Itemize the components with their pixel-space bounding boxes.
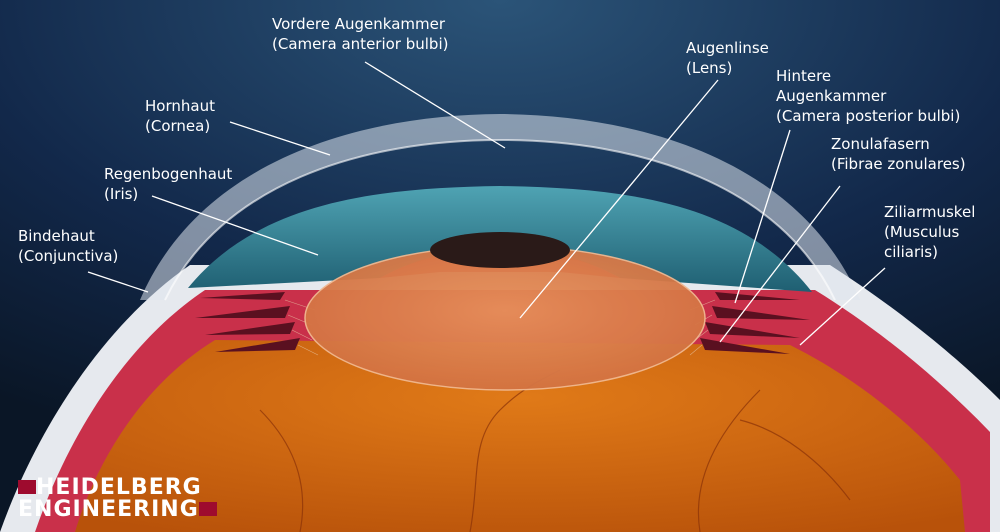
logo-line: ENGINEERING (18, 496, 199, 522)
vitreous-body (75, 340, 965, 532)
label-line: Hornhaut (145, 97, 215, 115)
label-cornea: Hornhaut (Cornea) (145, 96, 215, 136)
label-lens: Augenlinse (Lens) (686, 38, 769, 78)
label-line: Augenlinse (686, 39, 769, 57)
label-line: Hintere (776, 67, 832, 85)
label-line: (Iris) (104, 185, 139, 203)
cornea-inner-edge (164, 138, 836, 301)
label-line: Augenkammer (776, 87, 887, 105)
label-line: (Fibrae zonulares) (831, 155, 966, 173)
label-line: (Camera anterior bulbi) (272, 35, 449, 53)
leader-lines (87, 61, 886, 346)
pupil (430, 232, 570, 268)
label-line: ciliaris) (884, 243, 938, 261)
label-line: (Cornea) (145, 117, 211, 135)
ciliary-processes (195, 292, 810, 354)
label-anterior-chamber: Vordere Augenkammer (Camera anterior bul… (272, 14, 448, 54)
label-line: (Musculus (884, 223, 960, 241)
label-line: Bindehaut (18, 227, 95, 245)
label-line: Regenbogenhaut (104, 165, 233, 183)
cornea (140, 114, 860, 300)
logo-square (18, 480, 36, 494)
label-line: Zonulafasern (831, 135, 930, 153)
label-conjunctiva: Bindehaut (Conjunctiva) (18, 226, 118, 266)
label-line: (Lens) (686, 59, 733, 77)
logo-square (198, 502, 217, 516)
label-line: (Camera posterior bulbi) (776, 107, 961, 125)
label-posterior-chamber: Hintere Augenkammer (Camera posterior bu… (776, 66, 960, 126)
label-ciliary-muscle: Ziliarmuskel (Musculus ciliaris) (884, 202, 975, 262)
label-line: Ziliarmuskel (884, 203, 976, 221)
label-iris: Regenbogenhaut (Iris) (104, 164, 232, 204)
heidelberg-engineering-logo: HEIDELBERG ENGINEERING (18, 474, 217, 522)
logo-line: HEIDELBERG (36, 474, 202, 500)
label-zonular-fibers: Zonulafasern (Fibrae zonulares) (831, 134, 966, 174)
label-line: Vordere Augenkammer (272, 15, 446, 33)
label-line: (Conjunctiva) (18, 247, 119, 265)
